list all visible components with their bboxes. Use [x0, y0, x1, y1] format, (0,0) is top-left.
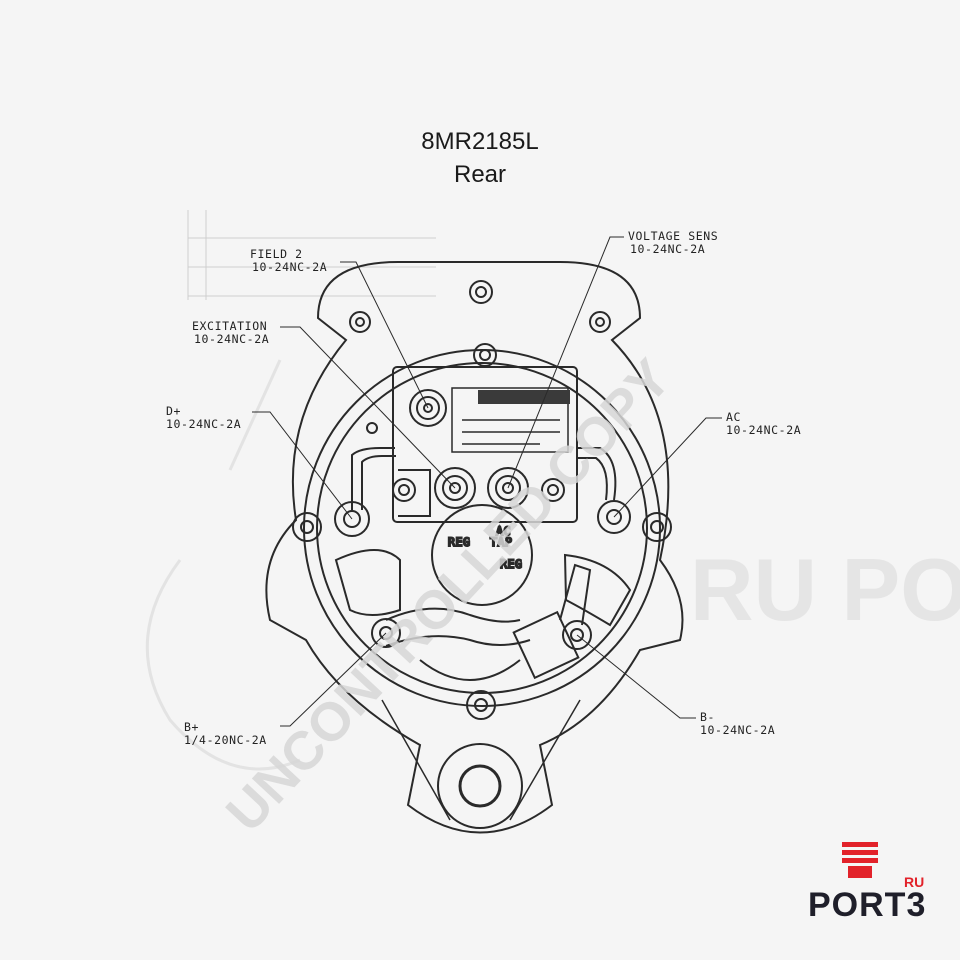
logo-ru-suffix: RU: [904, 874, 925, 890]
b-plus-thread: 1/4-20NC-2A: [184, 733, 267, 747]
callout-labels: FIELD 2 10-24NC-2A EXCITATION 10-24NC-2A…: [166, 229, 801, 747]
b-minus-thread: 10-24NC-2A: [700, 723, 775, 737]
background-logo-ghost: [145, 359, 301, 771]
mounting-holes: [292, 280, 672, 720]
uncontrolled-copy-watermark: UNCONTROLLED COPY: [215, 348, 682, 843]
background-guide-lines: [187, 210, 436, 300]
ac-tap-label-2: TAP: [490, 535, 513, 549]
reg-label-right: REG: [500, 557, 523, 571]
excitation-thread: 10-24NC-2A: [194, 332, 269, 346]
ac-tap-disc: AC TAP REG REG: [431, 504, 533, 606]
field2-label: FIELD 2: [250, 247, 303, 261]
d-plus-label: D+: [166, 404, 181, 418]
ac-label: AC: [726, 410, 741, 424]
logo-wordmark: PORT3: [808, 886, 927, 924]
d-plus-thread: 10-24NC-2A: [166, 417, 241, 431]
piston-logo-icon: [842, 842, 878, 878]
watermarks: UNCONTROLLED COPY RU PORT3: [215, 348, 960, 843]
port3-site-watermark: RU PORT3: [690, 540, 960, 639]
port3-logo: RU PORT3: [800, 838, 940, 938]
cooling-slots: [334, 549, 632, 681]
callout-leaders: [252, 236, 722, 727]
ac-tap-label-1: AC: [496, 524, 511, 538]
wiring-harness: [351, 447, 617, 680]
field2-thread: 10-24NC-2A: [252, 260, 327, 274]
regulator-box: [392, 366, 578, 523]
terminal-studs: [334, 389, 631, 650]
part-number-title: 8MR2185L: [421, 128, 539, 155]
reg-label-left: REG: [448, 535, 471, 549]
excitation-label: EXCITATION: [192, 319, 267, 333]
voltage-sense-thread: 10-24NC-2A: [630, 242, 705, 256]
b-plus-label: B+: [184, 720, 199, 734]
b-minus-label: B-: [700, 710, 715, 724]
view-subtitle: Rear: [453, 161, 507, 188]
bottom-mounting-ear: [381, 699, 581, 829]
ac-thread: 10-24NC-2A: [726, 423, 801, 437]
voltage-sense-label: VOLTAGE SENS: [628, 229, 718, 243]
